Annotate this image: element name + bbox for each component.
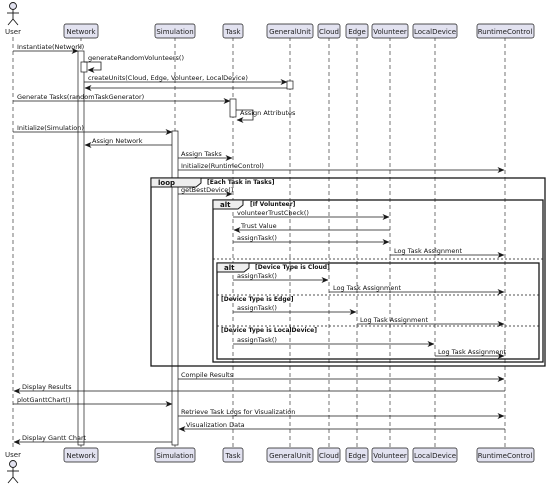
activation-task [229, 98, 237, 118]
alt-fragment-volunteer-label-box [212, 199, 244, 210]
participant-user-label-bottom: User [5, 451, 21, 459]
participant-generalunit-label-bottom: GeneralUnit [269, 452, 311, 460]
participant-task-bottom [222, 447, 244, 463]
message-label: plotGanttChart() [17, 396, 71, 404]
message-label: Assign Attributes [240, 109, 296, 117]
participant-network-label: Network [66, 28, 96, 36]
alt-keyword-device-type: alt [224, 264, 235, 272]
participant-network-bottom [63, 447, 99, 463]
message-label: assignTask() [237, 336, 277, 344]
alt-keyword-volunteer: alt [220, 201, 231, 209]
message-label: Log Task Assignment [394, 247, 462, 255]
message-label: Generate Tasks(randomTaskGenerator) [17, 93, 144, 101]
activation-network-nested [80, 61, 88, 73]
loop-condition: [Each Task in Tasks] [207, 179, 275, 186]
participant-runtimecontrol-bottom [476, 447, 535, 463]
participant-volunteer-label-bottom: Volunteer [373, 452, 407, 460]
message-label: Instantiate(Network) [17, 43, 84, 51]
participant-volunteer-label: Volunteer [373, 28, 407, 36]
participant-user-label-top: User [5, 28, 21, 36]
participant-simulation [154, 23, 196, 39]
alt-fragment-device-type-label-box [216, 262, 250, 273]
message-label: assignTask() [237, 272, 277, 280]
participant-cloud-label-bottom: Cloud [319, 452, 339, 460]
participant-localdevice-label-bottom: LocalDevice [414, 452, 456, 460]
activation-network [77, 50, 85, 446]
message-label: Initialize(Simulation) [17, 124, 84, 132]
participant-simulation-bottom [154, 447, 196, 463]
participant-runtimecontrol [476, 23, 535, 39]
participant-edge [345, 23, 369, 39]
arrow-assign-attributes [236, 109, 254, 123]
alt-condition-cloud: [Device Type is Cloud] [255, 264, 330, 271]
message-label: assignTask() [237, 304, 277, 312]
message-label: Visualization Data [186, 421, 245, 429]
alt-condition-edge: [Device Type is Edge] [221, 296, 294, 303]
message-label: generateRandomVolunteers() [88, 54, 184, 62]
participant-generalunit [266, 23, 314, 39]
participant-edge-label: Edge [348, 28, 366, 36]
loop-fragment [150, 177, 546, 367]
message-label: Initialize(RuntimeControl) [181, 162, 264, 170]
alt-fragment-volunteer [212, 199, 544, 363]
participant-cloud-label: Cloud [319, 28, 339, 36]
participant-network-label-bottom: Network [66, 452, 96, 460]
message-label: getBestDevice() [181, 186, 233, 194]
participant-localdevice [412, 23, 458, 39]
participant-network [63, 23, 99, 39]
participant-runtimecontrol-label-bottom: RuntimeControl [478, 452, 533, 460]
participant-task [222, 23, 244, 39]
arrow-generate-random-volunteers [84, 61, 102, 73]
message-label: Log Task Assignment [360, 316, 428, 324]
message-label: Compile Results [181, 371, 234, 379]
message-label: Retrieve Task Logs for Visualization [181, 408, 295, 416]
participant-generalunit-bottom [266, 447, 314, 463]
participant-task-label-bottom: Task [224, 452, 241, 460]
message-label: assignTask() [237, 234, 277, 242]
activation-generalunit [286, 80, 294, 90]
alt-fragment-device-type [216, 262, 540, 360]
participant-simulation-label-bottom: Simulation [156, 452, 193, 460]
loop-keyword: loop [158, 179, 175, 187]
participant-simulation-label: Simulation [156, 28, 193, 36]
message-label: Assign Tasks [181, 150, 222, 158]
participant-generalunit-label: GeneralUnit [269, 28, 311, 36]
participant-task-label: Task [224, 28, 241, 36]
actor-icon [7, 2, 19, 26]
participant-localdevice-label: LocalDevice [414, 28, 456, 36]
participant-volunteer [371, 23, 409, 39]
participant-edge-bottom [345, 447, 369, 463]
message-label: Assign Network [92, 137, 143, 145]
message-label: Display Gantt Chart [22, 434, 87, 442]
participant-volunteer-bottom [371, 447, 409, 463]
loop-fragment-label-box [150, 177, 202, 188]
message-label: Trust Value [240, 222, 277, 230]
message-label: volunteerTrustCheck() [237, 209, 309, 217]
participant-runtimecontrol-label: RuntimeControl [478, 28, 533, 36]
activation-simulation [171, 130, 179, 446]
participant-edge-label-bottom: Edge [348, 452, 366, 460]
alt-condition-volunteer: [If Volunteer] [250, 201, 296, 208]
participant-cloud-bottom [317, 447, 341, 463]
message-label: createUnits(Cloud, Edge, Volunteer, Loca… [88, 74, 248, 82]
participant-localdevice-bottom [412, 447, 458, 463]
actor-icon [7, 460, 19, 484]
message-label: Log Task Assignment [333, 284, 401, 292]
participant-cloud [317, 23, 341, 39]
alt-condition-localdevice: [Device Type is LocalDevice] [221, 327, 317, 334]
message-label: Log Task Assignment [438, 348, 506, 356]
message-label: Display Results [22, 383, 72, 391]
